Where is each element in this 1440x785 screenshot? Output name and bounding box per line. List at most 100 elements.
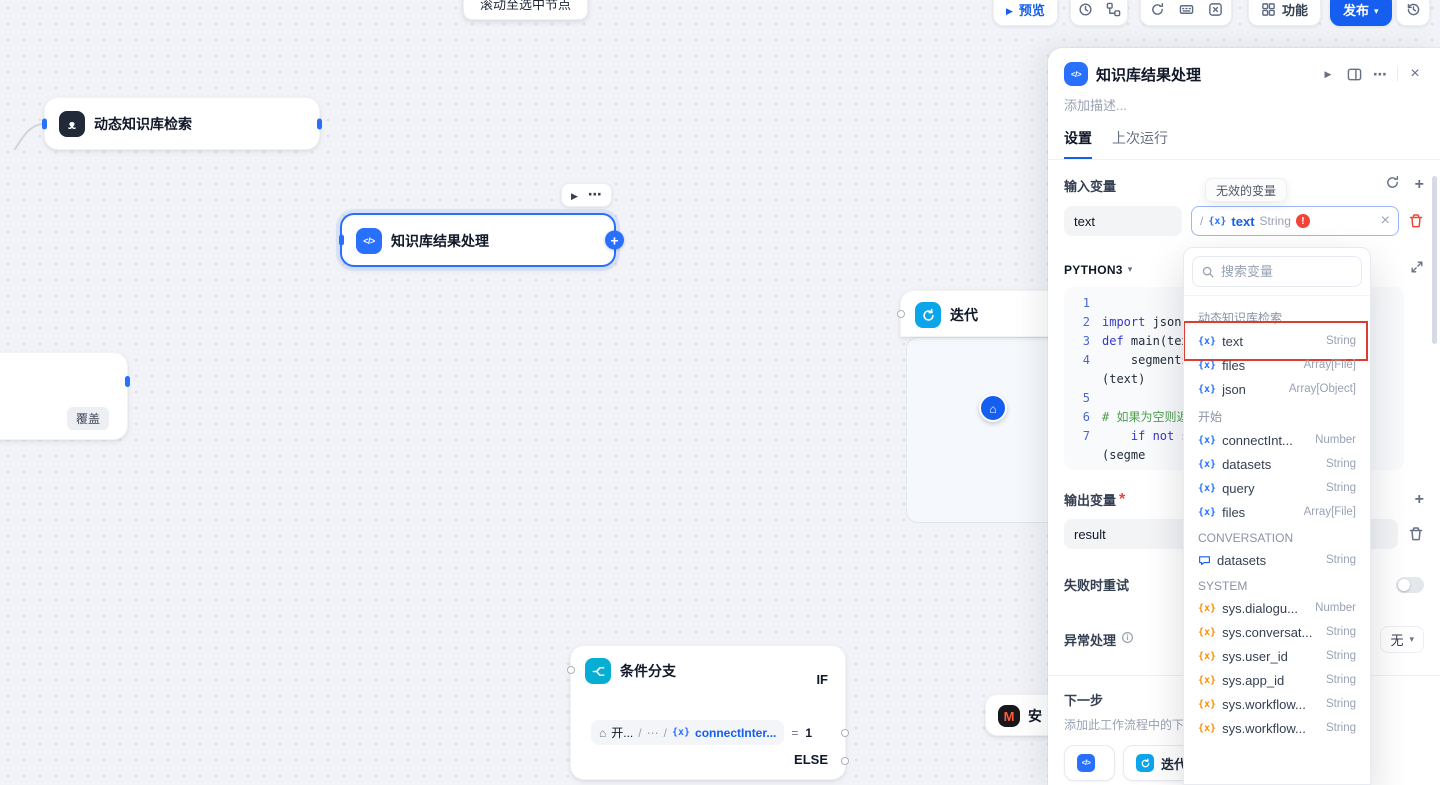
node-dynamic-kb[interactable]: ᴥ 动态知识库检索: [42, 97, 322, 150]
description-placeholder[interactable]: 添加描述...: [1064, 98, 1127, 113]
clock-icon[interactable]: [1071, 2, 1099, 17]
restart-icon[interactable]: [1143, 2, 1172, 17]
code-line: (text): [1102, 372, 1146, 386]
node-title: 安: [1028, 708, 1042, 724]
override-chip[interactable]: 覆盖: [67, 407, 110, 430]
publish-button[interactable]: 发布: [1330, 0, 1392, 26]
tab-settings[interactable]: 设置: [1064, 128, 1092, 159]
next-step-node-chip[interactable]: </>: [1064, 745, 1115, 781]
add-next-node-button[interactable]: +: [605, 230, 624, 250]
toolbar-group-history[interactable]: [1070, 0, 1128, 26]
close-square-icon[interactable]: [1201, 2, 1230, 17]
next-step-label: 下一步: [1064, 693, 1104, 708]
variable-search-input[interactable]: [1221, 264, 1353, 279]
variable-type: String: [1325, 554, 1356, 566]
delete-input-var-icon[interactable]: [1408, 213, 1424, 229]
node-ifelse[interactable]: 条件分支 IF 开... / ⋯ / {x} connectInter... =…: [567, 645, 849, 780]
start-node-icon: [599, 726, 606, 740]
language-caret-icon[interactable]: [1128, 264, 1133, 275]
run-node-icon[interactable]: [571, 186, 578, 204]
features-button[interactable]: 功能: [1248, 0, 1322, 26]
node-title: 条件分支: [620, 663, 676, 679]
variable-option[interactable]: {x}sys.dialogu...Number: [1192, 596, 1362, 620]
else-output-port[interactable]: [841, 757, 849, 765]
preview-button[interactable]: 预览: [993, 0, 1058, 26]
history-button[interactable]: [1396, 0, 1430, 26]
node-code[interactable]: </> 知识库结果处理 +: [339, 213, 624, 267]
path-start: 开...: [611, 726, 634, 740]
variable-type: String: [1325, 482, 1356, 494]
workflow-icon[interactable]: [1099, 2, 1127, 17]
condition-variable-path[interactable]: 开... / ⋯ / {x} connectInter...: [591, 720, 785, 745]
output-port[interactable]: [125, 376, 130, 387]
path-ellipsis: ⋯: [646, 725, 659, 740]
var-selector[interactable]: / {x} text String !: [1191, 206, 1399, 236]
node-iteration[interactable]: 迭代: [897, 290, 1072, 337]
code-language[interactable]: PYTHON3: [1064, 262, 1123, 277]
variable-name: sys.app_id: [1222, 672, 1285, 688]
panel-more-icon[interactable]: [1371, 66, 1389, 83]
var-name-input[interactable]: [1064, 206, 1182, 236]
input-port[interactable]: [567, 666, 575, 674]
error-handling-select[interactable]: 无: [1380, 626, 1424, 653]
iteration-icon: [915, 302, 941, 328]
variable-option[interactable]: {x}connectInt...Number: [1192, 428, 1362, 452]
input-port[interactable]: [897, 310, 905, 318]
split-view-icon[interactable]: [1345, 67, 1363, 82]
input-port[interactable]: [339, 234, 344, 246]
variable-type: String: [1325, 335, 1356, 347]
expand-code-icon[interactable]: [1410, 260, 1424, 279]
panel-title: 知识库结果处理: [1096, 66, 1202, 84]
run-node-icon[interactable]: [1319, 69, 1337, 80]
variable-option[interactable]: {x}sys.workflow...String: [1192, 716, 1362, 740]
add-output-var-icon[interactable]: [1415, 491, 1424, 509]
variable-x-icon: {x}: [671, 727, 691, 738]
if-output-port[interactable]: [841, 729, 849, 737]
node-more-icon[interactable]: [588, 186, 602, 204]
keyboard-icon[interactable]: [1172, 2, 1201, 17]
variable-option[interactable]: {x}sys.workflow...String: [1192, 692, 1362, 716]
panel-close-icon[interactable]: [1406, 65, 1424, 83]
retry-toggle[interactable]: [1396, 576, 1424, 593]
node-mini-toolbar[interactable]: [561, 183, 612, 207]
clear-var-icon[interactable]: [1381, 212, 1390, 230]
variable-x-icon: {x}: [1198, 602, 1217, 614]
iteration-container[interactable]: [906, 337, 1048, 523]
variable-name: sys.conversat...: [1222, 624, 1313, 640]
condition-row[interactable]: 开... / ⋯ / {x} connectInter... = 1: [591, 720, 812, 745]
refresh-icon[interactable]: [1385, 175, 1400, 195]
delete-output-var-icon[interactable]: [1408, 526, 1424, 542]
tab-last-run[interactable]: 上次运行: [1112, 130, 1168, 146]
code-line: (segme: [1102, 448, 1146, 462]
variable-search-box[interactable]: [1192, 256, 1362, 287]
info-icon: [1121, 631, 1134, 649]
code-icon: </>: [1064, 62, 1088, 86]
dynamic-kb-icon: ᴥ: [59, 111, 85, 137]
variable-group-label: SYSTEM: [1198, 579, 1248, 593]
features-label: 功能: [1282, 2, 1309, 18]
output-port[interactable]: [317, 118, 322, 129]
variable-x-icon: {x}: [1198, 506, 1217, 518]
error-handling-value: 无: [1390, 633, 1404, 648]
next-step-hint: 添加此工作流程中的下一: [1064, 718, 1197, 732]
panel-scrollbar[interactable]: [1432, 176, 1437, 344]
add-input-var-icon[interactable]: [1415, 176, 1424, 194]
divider: [1184, 295, 1370, 296]
variable-dropdown: 动态知识库检索{x}textString{x}filesArray[File]{…: [1183, 247, 1371, 785]
variable-option[interactable]: {x}sys.conversat...String: [1192, 620, 1362, 644]
variable-name: sys.workflow...: [1222, 720, 1306, 736]
node-partial-left[interactable]: 覆盖: [0, 352, 130, 440]
input-port[interactable]: [42, 118, 47, 129]
iteration-start-node[interactable]: [979, 394, 1007, 422]
toolbar-group-tools[interactable]: [1140, 0, 1232, 26]
